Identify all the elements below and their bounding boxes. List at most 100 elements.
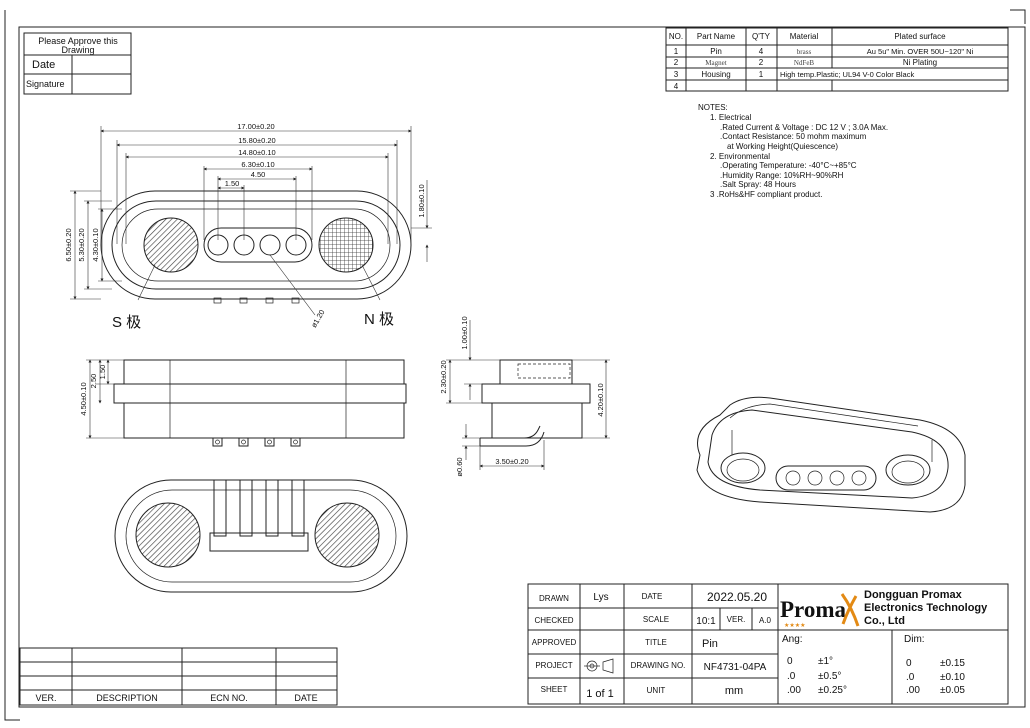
dim-label: Dim: — [904, 634, 925, 645]
bom-row-part: Pin — [710, 47, 722, 56]
side-view: 4.50±0.10 2.50 1.50 — [79, 359, 407, 447]
bom-row-part: Magnet — [705, 59, 726, 67]
approval-title-2: Drawing — [61, 45, 94, 55]
revision-header-ver: VER. — [35, 693, 56, 703]
company-name-2: Electronics Technology — [864, 602, 988, 614]
bom-row-no: 3 — [674, 70, 679, 79]
project-label: PROJECT — [535, 661, 572, 670]
ang-label: Ang: — [782, 634, 803, 645]
notes-line: .Rated Current & Voltage : DC 12 V ; 3.0… — [720, 123, 888, 132]
revision-header-description: DESCRIPTION — [96, 693, 158, 703]
dim-right-35: 3.50±0.20 — [495, 457, 528, 466]
dim-width-148: 14.80±0.10 — [238, 148, 275, 157]
dim-height-43: 4.30±0.10 — [91, 228, 100, 261]
n-pole-label: N 极 — [364, 311, 394, 328]
top-view: 17.00±0.20 15.80±0.20 14.80±0.10 6.30±0.… — [64, 122, 432, 331]
title-value: Pin — [702, 638, 718, 650]
notes-line: .Humidity Range: 10%RH~90%RH — [720, 171, 844, 180]
logo-stars-icon: ★★★★ — [784, 622, 806, 629]
dim-width-63: 6.30±0.10 — [241, 160, 274, 169]
dim-right-06: ø0.60 — [455, 457, 464, 476]
bom-row-material: High temp.Plastic; UL94 V-0 Color Black — [780, 70, 914, 79]
side-pins — [212, 437, 301, 447]
dim-pitch-15: 1.50 — [225, 179, 240, 188]
bom-row-no: 1 — [674, 47, 679, 56]
promax-logo: Proma ★★★★ — [780, 593, 860, 629]
bom-row-surface: Ni Plating — [903, 58, 937, 67]
bom-header-part: Part Name — [697, 32, 736, 41]
company-name-3: Co., Ltd — [864, 615, 905, 627]
approved-label: APPROVED — [532, 638, 577, 647]
ang-tol: ±0.5° — [818, 671, 841, 682]
bom-row-material: NdFeB — [794, 59, 815, 67]
ver-label: VER. — [727, 615, 746, 624]
dim-tol: ±0.05 — [940, 685, 965, 696]
notes-line: .Salt Spray: 48 Hours — [720, 180, 796, 189]
bom-row-surface: Au 5u" Min. OVER 50U~120" Ni — [867, 47, 974, 56]
approval-signature-label: Signature — [26, 79, 65, 89]
company-name: Dongguan Promax — [864, 589, 963, 601]
s-magnet — [143, 217, 199, 273]
approval-box: Please Approve this Drawing Date Signatu… — [23, 32, 132, 95]
ang-prec: .0 — [787, 671, 796, 682]
date-label: DATE — [642, 592, 663, 601]
date-value: 2022.05.20 — [707, 590, 767, 604]
bom-table: NO. Part Name Q'TY Material Plated surfa… — [665, 27, 1009, 92]
unit-value: mm — [725, 685, 743, 697]
title-label: TITLE — [645, 638, 667, 647]
dim-prec: .0 — [906, 672, 915, 683]
bottom-s-magnet — [135, 502, 201, 568]
dim-prec: 0 — [906, 658, 912, 669]
iso-s-magnet — [720, 452, 766, 484]
dim-width-17: 17.00±0.20 — [237, 122, 274, 131]
bom-row-qty: 4 — [759, 47, 764, 56]
ang-tol: ±0.25° — [818, 685, 847, 696]
drawn-value: Lys — [593, 592, 608, 603]
bom-header-material: Material — [790, 32, 819, 41]
ang-tol: ±1° — [818, 656, 833, 667]
bom-row-qty: 2 — [759, 58, 764, 67]
ang-prec: .00 — [787, 685, 801, 696]
revision-header-ecn: ECN NO. — [210, 693, 248, 703]
checked-label: CHECKED — [534, 616, 573, 625]
ang-prec: 0 — [787, 656, 793, 667]
bottom-n-magnet — [314, 502, 380, 568]
unit-label: UNIT — [647, 686, 666, 695]
bom-header-qty: Q'TY — [752, 32, 771, 41]
sheet-value: 1 of 1 — [586, 688, 614, 700]
dim-right-42: 4.20±0.10 — [596, 383, 605, 416]
title-block: DRAWN Lys DATE 2022.05.20 CHECKED SCALE … — [527, 583, 1009, 705]
bottom-view — [114, 479, 408, 593]
notes-heading: NOTES: — [698, 103, 728, 112]
dim-side-height-15: 1.50 — [98, 365, 107, 380]
drawn-label: DRAWN — [539, 594, 569, 603]
dim-height-18: 1.80±0.10 — [417, 184, 426, 217]
drawing-no-value: NF4731-04PA — [704, 662, 767, 673]
dim-pin-diameter: ø1.20 — [309, 308, 326, 329]
isometric-view — [696, 396, 966, 513]
bom-row-no: 2 — [674, 58, 679, 67]
logo-swoosh-icon — [840, 593, 860, 627]
approval-title: Please Approve this — [38, 36, 118, 46]
dim-side-height-45: 4.50±0.10 — [79, 382, 88, 415]
scale-label: SCALE — [643, 615, 669, 624]
s-pole-label: S 极 — [112, 314, 141, 331]
revision-header-date: DATE — [294, 693, 317, 703]
notes-line: .Operating Temperature: -40°C~+85°C — [720, 161, 857, 170]
bom-row-part: Housing — [701, 70, 730, 79]
dim-tol: ±0.15 — [940, 658, 965, 669]
n-magnet — [318, 217, 374, 273]
logo-text: Proma — [780, 597, 847, 622]
right-side-view: 1.00±0.10 2.30±0.20 4.20±0.10 ø0.60 3.50… — [439, 316, 610, 477]
projection-symbol-icon — [584, 658, 614, 674]
drawing-no-label: DRAWING NO. — [631, 661, 686, 670]
notes-line: .Contact Resistance: 50 mohm maximum — [720, 132, 867, 141]
bom-header-surface: Plated surface — [894, 32, 946, 41]
notes-block: NOTES: 1. Electrical .Rated Current & Vo… — [698, 103, 888, 199]
revision-table: VER. DESCRIPTION ECN NO. DATE — [19, 647, 338, 706]
dim-right-10: 1.00±0.10 — [460, 316, 469, 349]
bom-row-no: 4 — [674, 82, 679, 91]
dim-tol: ±0.10 — [940, 672, 965, 683]
notes-line: 3 .RoHs&HF compliant product. — [710, 190, 823, 199]
